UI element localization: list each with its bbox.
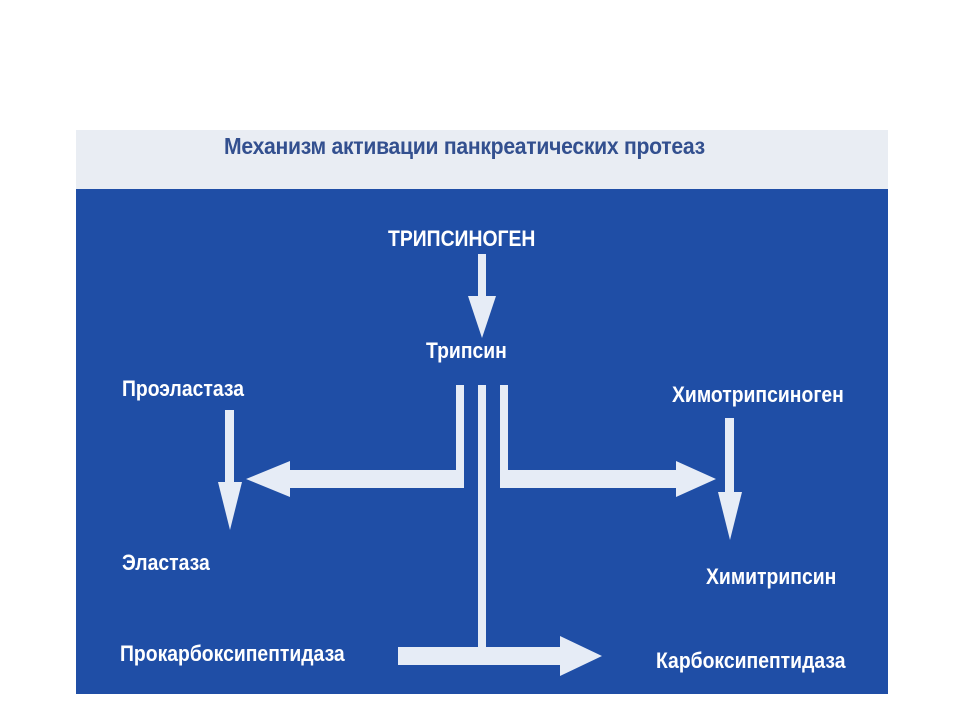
label-trypsinogen: ТРИПСИНОГЕН: [388, 226, 536, 251]
arrow-trypsin-to-chymotrypsin: [500, 385, 716, 497]
label-carboxypeptidase: Карбоксипептидаза: [656, 648, 846, 673]
label-chymotrypsin: Химитрипсин: [706, 564, 837, 589]
diagram-title: Механизм активации панкреатических проте…: [224, 133, 705, 159]
label-trypsin: Трипсин: [426, 338, 507, 363]
arrow-procarboxypeptidase-to-carboxypeptidase: [398, 636, 602, 676]
label-elastase: Эластаза: [122, 550, 210, 575]
label-chymotrypsinogen: Химотрипсиноген: [672, 382, 844, 407]
arrow-chymotrypsinogen-to-chymotrypsin: [718, 418, 742, 540]
label-proelastase: Проэластаза: [122, 376, 244, 401]
arrow-trypsinogen-to-trypsin: [468, 254, 496, 338]
arrow-proelastase-to-elastase: [218, 410, 242, 530]
label-procarboxypeptidase: Прокарбоксипептидаза: [120, 641, 345, 666]
stem-trypsin-to-carboxypeptidase: [478, 385, 486, 648]
arrow-trypsin-to-elastase: [246, 385, 464, 497]
title-background-strip: [76, 130, 888, 200]
